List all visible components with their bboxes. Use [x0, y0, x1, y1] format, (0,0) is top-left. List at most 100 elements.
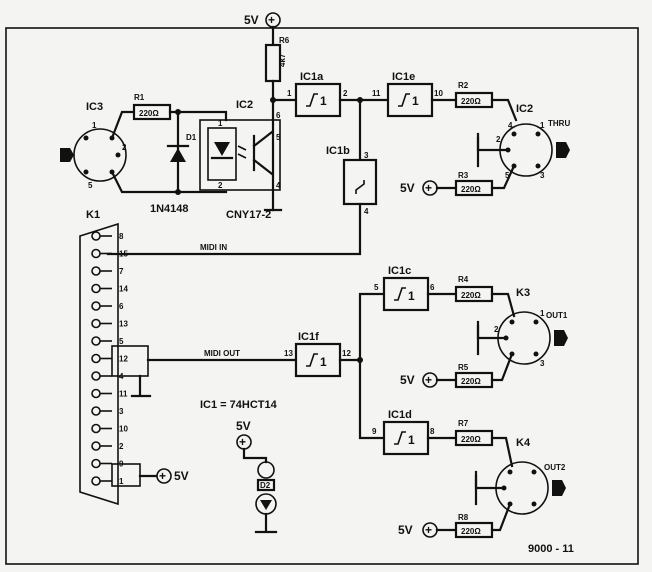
- opto-pin: 6: [276, 111, 281, 120]
- r2-value: 220Ω: [461, 97, 481, 106]
- subd-pin-label: 1: [119, 477, 124, 486]
- plus-icon: +: [239, 435, 246, 449]
- din-pin: [535, 163, 541, 169]
- opto-pin: 4: [276, 181, 281, 190]
- supply-top-label: 5V: [244, 13, 259, 27]
- opto-led-box: [207, 127, 237, 181]
- midi-in-label: MIDI IN: [200, 243, 227, 252]
- ic1a-pin-out: 2: [343, 89, 348, 98]
- din-pin: [83, 135, 89, 141]
- led-diode-icon: [260, 500, 272, 510]
- din-pin: [115, 152, 121, 158]
- jack-arrow-icon: [552, 480, 566, 496]
- light-arrows-icon: [237, 145, 247, 159]
- gate-ic1b: [342, 158, 378, 206]
- ic1a-sym: 1: [320, 94, 327, 108]
- r6-ref: R6: [279, 36, 290, 45]
- din-pin: [535, 131, 541, 137]
- ic1d-pin-in: 9: [372, 427, 377, 436]
- opto-led: [214, 142, 230, 156]
- r7-value: 220Ω: [461, 435, 481, 444]
- led-body: [256, 478, 276, 492]
- din-pin: [509, 319, 515, 325]
- subd-pin-label: 3: [119, 407, 124, 416]
- din-pin: [511, 131, 517, 137]
- r4-value: 220Ω: [461, 291, 481, 300]
- subd-pin: [91, 423, 101, 434]
- d1-ref: D1: [186, 133, 197, 142]
- r2-ref: R2: [458, 81, 469, 90]
- ic1a-pin-in: 1: [287, 89, 292, 98]
- r5-ref: R5: [458, 363, 469, 372]
- supply-symbol: [156, 468, 172, 484]
- din-pin-label: 5: [88, 181, 93, 190]
- subd-pin: [91, 371, 101, 381]
- din-pin: [507, 469, 513, 475]
- supply-label: 5V: [236, 419, 251, 433]
- in-jack-ref: IC3: [86, 101, 103, 113]
- wire-midi-in: [106, 202, 362, 256]
- subd-pin-label: 5: [119, 337, 124, 346]
- subd-pin: [91, 336, 101, 346]
- opto-transistor: [252, 130, 274, 176]
- wire: [476, 136, 510, 152]
- schmitt-icon: [394, 431, 406, 445]
- plus-icon: +: [268, 13, 275, 27]
- gate-ic1d: [382, 420, 430, 456]
- thru-jack-ref: IC2: [516, 103, 533, 115]
- subd-pin: [91, 353, 101, 364]
- din-pin: [533, 351, 539, 357]
- subd-pin-label: 10: [119, 425, 128, 434]
- din-pin: [533, 319, 539, 325]
- k1-ref: K1: [86, 209, 100, 221]
- subd-pin-label: 6: [119, 302, 124, 311]
- plus-icon: +: [425, 181, 432, 195]
- ic1d-sym: 1: [408, 433, 415, 447]
- ic1c-sym: 1: [408, 289, 415, 303]
- gate-ic1e: [386, 82, 434, 118]
- supply-label: 5V: [400, 181, 415, 195]
- din-pin-label: 3: [540, 359, 545, 368]
- opto-type: CNY17-2: [226, 209, 271, 221]
- subd-pin-label: 8: [119, 232, 124, 241]
- figure-number: 9000 - 11: [528, 543, 574, 555]
- subd-pin: [91, 476, 101, 486]
- subd-pin-label: 15: [119, 250, 128, 259]
- wire: [474, 474, 506, 490]
- gate-ic1f: [294, 342, 342, 378]
- r4-ref: R4: [458, 275, 469, 284]
- r5-value: 220Ω: [461, 377, 481, 386]
- subd-pin: [91, 248, 101, 259]
- out1-label: OUT1: [546, 311, 568, 320]
- opto-ic2: [199, 119, 281, 191]
- plus-icon: +: [425, 523, 432, 537]
- led-ref: D2: [260, 481, 271, 490]
- subd-pin: [91, 231, 101, 241]
- din-pin-label: 1: [540, 121, 545, 130]
- wire: [490, 436, 514, 468]
- wire: [490, 352, 514, 382]
- din-pin: [531, 469, 537, 475]
- plus-icon: +: [425, 373, 432, 387]
- wire: [110, 170, 228, 194]
- r8-ref: R8: [458, 513, 469, 522]
- ic1e-ref: IC1e: [392, 71, 415, 83]
- schmitt-icon: [306, 353, 318, 367]
- wire: [110, 110, 136, 140]
- out2-label: OUT2: [544, 463, 566, 472]
- plus-icon: +: [159, 469, 166, 483]
- r3-value: 220Ω: [461, 185, 481, 194]
- ic1b-pin-out: 4: [364, 207, 369, 216]
- subd-pin-label: 7: [119, 267, 124, 276]
- jack-arrow-icon: [556, 142, 570, 158]
- wire: [490, 98, 518, 122]
- diode-d1: [170, 148, 186, 162]
- jack-arrow-icon: [60, 148, 74, 162]
- din-pin-label: 1: [540, 309, 545, 318]
- wire: [168, 110, 228, 122]
- schmitt-icon: [355, 180, 365, 194]
- out2-jack-ref: K4: [516, 437, 531, 449]
- subd-pin: [91, 301, 101, 311]
- ic1f-pin-out: 12: [342, 349, 351, 358]
